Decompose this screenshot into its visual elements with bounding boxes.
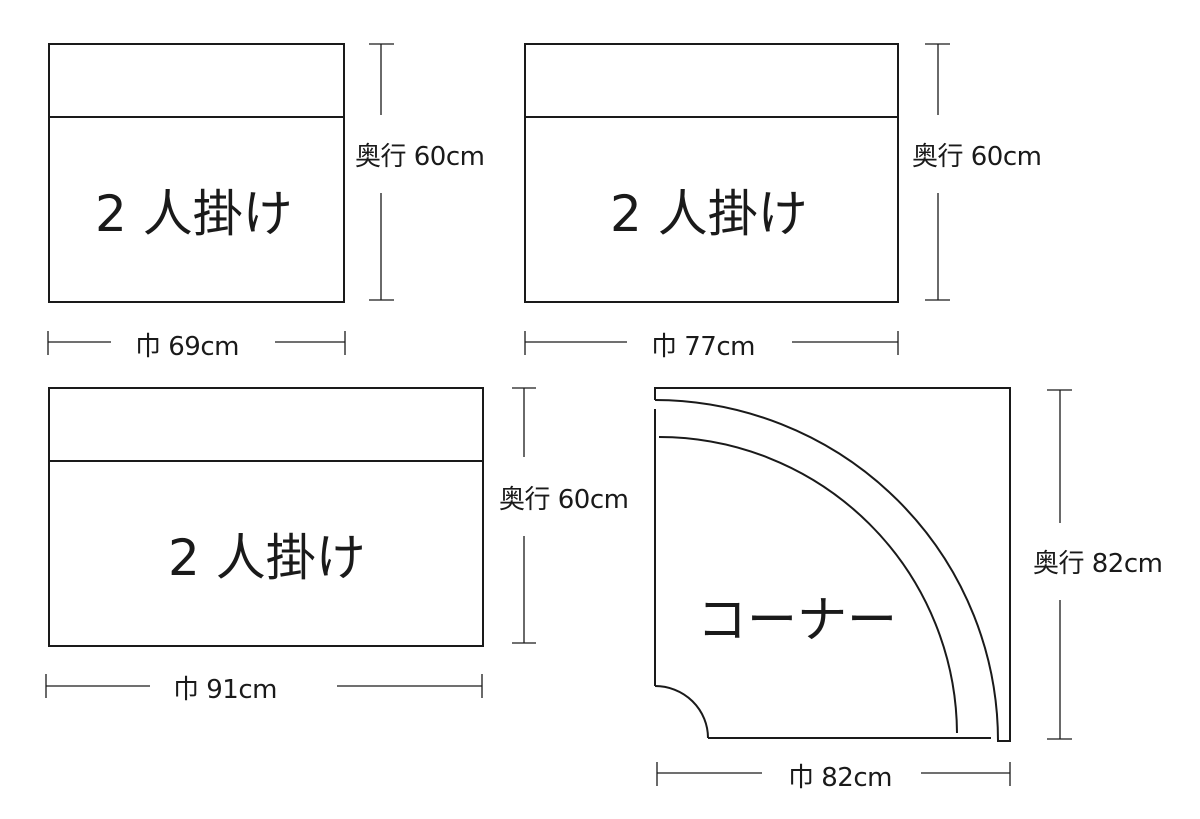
unit-69-outline — [48, 43, 345, 303]
unit-label-corner: コーナー — [697, 591, 897, 649]
depth-label-69: 奥行 60cm — [353, 136, 487, 173]
width-label-91: 巾 91cm — [171, 669, 279, 706]
width-label-69: 巾 69cm — [133, 326, 241, 363]
unit-77-outline — [524, 43, 899, 303]
width-dimension-line-corner — [656, 762, 1011, 786]
depth-dimension-line-91 — [512, 387, 536, 644]
width-dimension-line-91 — [45, 674, 483, 698]
width-dimension-line-69 — [47, 331, 346, 355]
corner-unit-outline — [654, 387, 1011, 742]
unit-label-77: 2 人掛け — [610, 185, 808, 243]
width-label-77: 巾 77cm — [649, 326, 757, 363]
unit-label-69: 2 人掛け — [95, 185, 293, 243]
depth-dimension-line-77 — [925, 43, 950, 301]
depth-label-91: 奥行 60cm — [497, 479, 631, 516]
width-dimension-line-77 — [524, 331, 899, 355]
depth-dimension-line-69 — [369, 43, 394, 301]
depth-label-77: 奥行 60cm — [910, 136, 1044, 173]
unit-91-outline — [48, 387, 484, 647]
width-label-corner: 巾 82cm — [786, 757, 894, 794]
depth-dimension-line-corner — [1047, 389, 1072, 740]
unit-label-91: 2 人掛け — [168, 529, 366, 587]
depth-label-corner: 奥行 82cm — [1031, 543, 1165, 580]
